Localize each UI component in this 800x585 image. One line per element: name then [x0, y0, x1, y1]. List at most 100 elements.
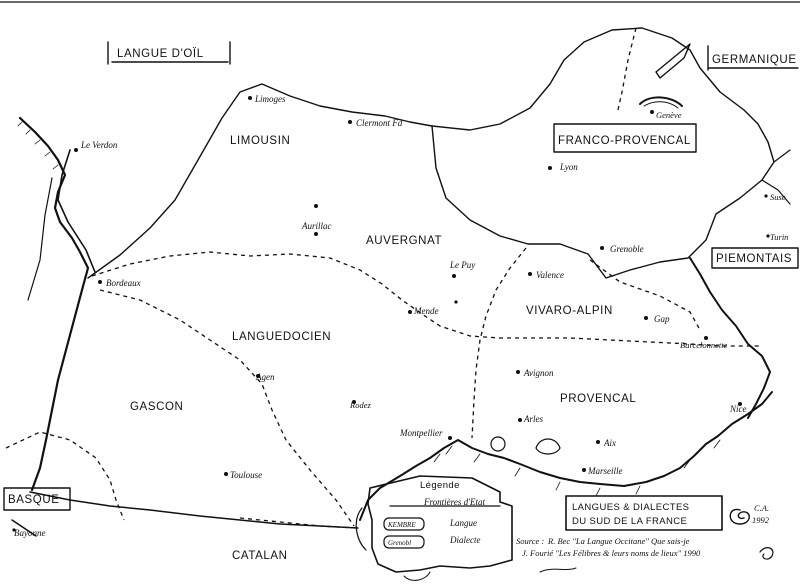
mediterranean-coastline — [359, 391, 773, 521]
city-dot-nice — [738, 402, 742, 406]
region-germanique: GERMANIQUE — [712, 54, 797, 66]
basque-box — [3, 487, 71, 511]
pyrenees-frontier — [29, 491, 359, 529]
city-markers: Limoges Clermont Fd Genève Lyon Le Verdo… — [12, 94, 788, 538]
city-suse: Suse — [770, 192, 786, 202]
legend-title: Légende — [420, 480, 460, 491]
legend-scroll-frame — [367, 475, 513, 573]
source-flourish — [759, 547, 774, 560]
city-dot-le-puy — [452, 274, 456, 278]
map-title-frame — [565, 495, 723, 531]
city-rodez: Rodez — [349, 400, 371, 410]
signature-year: 1992 — [752, 515, 770, 525]
lake-geneva — [639, 96, 683, 107]
map-title-line1: LANGUES & DIALECTES — [572, 502, 689, 513]
city-dot-aurillac — [314, 204, 318, 208]
swiss-frontier — [617, 27, 637, 111]
city-dot-aix — [596, 440, 600, 444]
city-montpellier: Montpellier — [399, 428, 443, 438]
region-catalan: CATALAN — [232, 550, 288, 562]
region-piemontais: PIEMONTAIS — [716, 253, 792, 265]
landes-coast-detail — [27, 177, 53, 301]
med-coast-hatching — [433, 439, 721, 497]
bayonne-river — [11, 519, 37, 537]
city-le-verdon: Le Verdon — [80, 140, 118, 150]
legend-langue: Langue — [449, 518, 477, 528]
city-dot-geneve — [650, 110, 654, 114]
city-dot-barcelonnette — [704, 336, 708, 340]
atlantic-coastline — [18, 116, 90, 492]
city-marseille: Marseille — [587, 466, 623, 476]
city-dot-rodez — [352, 400, 356, 404]
region-labels: LANGUE D'OÏL GERMANIQUE FRANCO-PROVENCAL… — [3, 41, 799, 562]
city-dot-agen — [256, 374, 260, 378]
city-agen: Agen — [255, 372, 275, 382]
basque-gascon-boundary — [5, 431, 125, 521]
legend-marker-a — [383, 517, 425, 531]
region-langue-doil: LANGUE D'OÏL — [117, 48, 204, 60]
piemontais-box — [711, 247, 799, 269]
city-bordeaux: Bordeaux — [106, 278, 141, 288]
legend-scroll-tail — [403, 571, 431, 581]
italian-frontier — [689, 257, 771, 419]
city-le-puy: Le Puy — [449, 260, 475, 270]
city-valence: Valence — [536, 270, 564, 280]
city-dot-clermont — [348, 120, 352, 124]
city-limoges: Limoges — [254, 94, 286, 104]
city-toulouse: Toulouse — [230, 470, 262, 480]
city-bayonne: Bayonne — [14, 528, 46, 538]
legend-marker-b-text: Grenobl — [388, 539, 411, 547]
city-dot-extra — [454, 300, 458, 304]
region-basque: BASQUE — [8, 494, 60, 506]
swiss-feature — [655, 43, 691, 79]
city-nice: Nice — [729, 404, 747, 414]
vivaro-provencal-boundary — [589, 259, 701, 331]
city-dot-bayonne — [12, 528, 16, 532]
city-mende: Mende — [413, 306, 439, 316]
region-auvergnat: AUVERGNAT — [366, 235, 442, 247]
map-title-box: LANGUES & DIALECTES DU SUD DE LA FRANCE … — [565, 495, 770, 531]
city-dot-toulouse — [224, 472, 228, 476]
city-dot-arles — [518, 418, 522, 422]
city-dot-aurillac-2 — [314, 232, 318, 236]
coast-hatching — [17, 121, 59, 170]
city-aurillac: Aurillac — [301, 221, 332, 231]
city-dot-mende — [408, 310, 412, 314]
source-line1: R. Bec "La Langue Occitane" Que sais-je — [547, 536, 690, 546]
city-dot-suse — [764, 194, 768, 198]
limousin-auvergnat-southern-boundary — [91, 251, 760, 347]
city-geneve: Genève — [656, 110, 682, 120]
city-arles: Arles — [523, 414, 543, 424]
gironde-estuary — [57, 149, 96, 273]
city-dot-lyon — [548, 166, 552, 170]
vivaro-alpin-western-boundary — [471, 247, 527, 439]
city-avignon: Avignon — [523, 368, 554, 378]
legend-marker-a-text: KEMBRE — [387, 521, 416, 529]
lake-geneva-inner — [643, 101, 679, 109]
city-dot-valence — [528, 272, 532, 276]
germanique-box — [707, 45, 799, 71]
region-limousin: LIMOUSIN — [230, 135, 290, 147]
city-barcelonnette: Barcelonnette — [680, 340, 728, 350]
city-dot-montpellier — [448, 436, 452, 440]
source-label: Source : — [516, 536, 544, 546]
city-grenoble: Grenoble — [610, 244, 644, 254]
city-turin: Turin — [770, 232, 788, 242]
city-dot-grenoble — [600, 246, 604, 250]
franco-provencal-box — [553, 123, 697, 153]
city-clermont: Clermont Fd — [356, 118, 403, 128]
camargue-marker — [535, 438, 561, 455]
city-dot-bordeaux — [98, 280, 102, 284]
oil-occitan-boundary — [87, 83, 433, 279]
city-dot-le-verdon — [74, 148, 78, 152]
lagoon-marker — [490, 436, 506, 452]
region-provencal: PROVENCAL — [560, 393, 636, 405]
east-boundary-fragment — [761, 149, 791, 205]
region-vivaro-alpin: VIVARO-ALPIN — [526, 305, 613, 317]
legend-frontier-label: Frontières d'Etat — [423, 497, 486, 507]
legend-marker-b — [383, 535, 425, 549]
map-title-flourish — [729, 508, 750, 525]
legend: Légende Frontières d'Etat KEMBRE Grenobl… — [355, 475, 513, 581]
